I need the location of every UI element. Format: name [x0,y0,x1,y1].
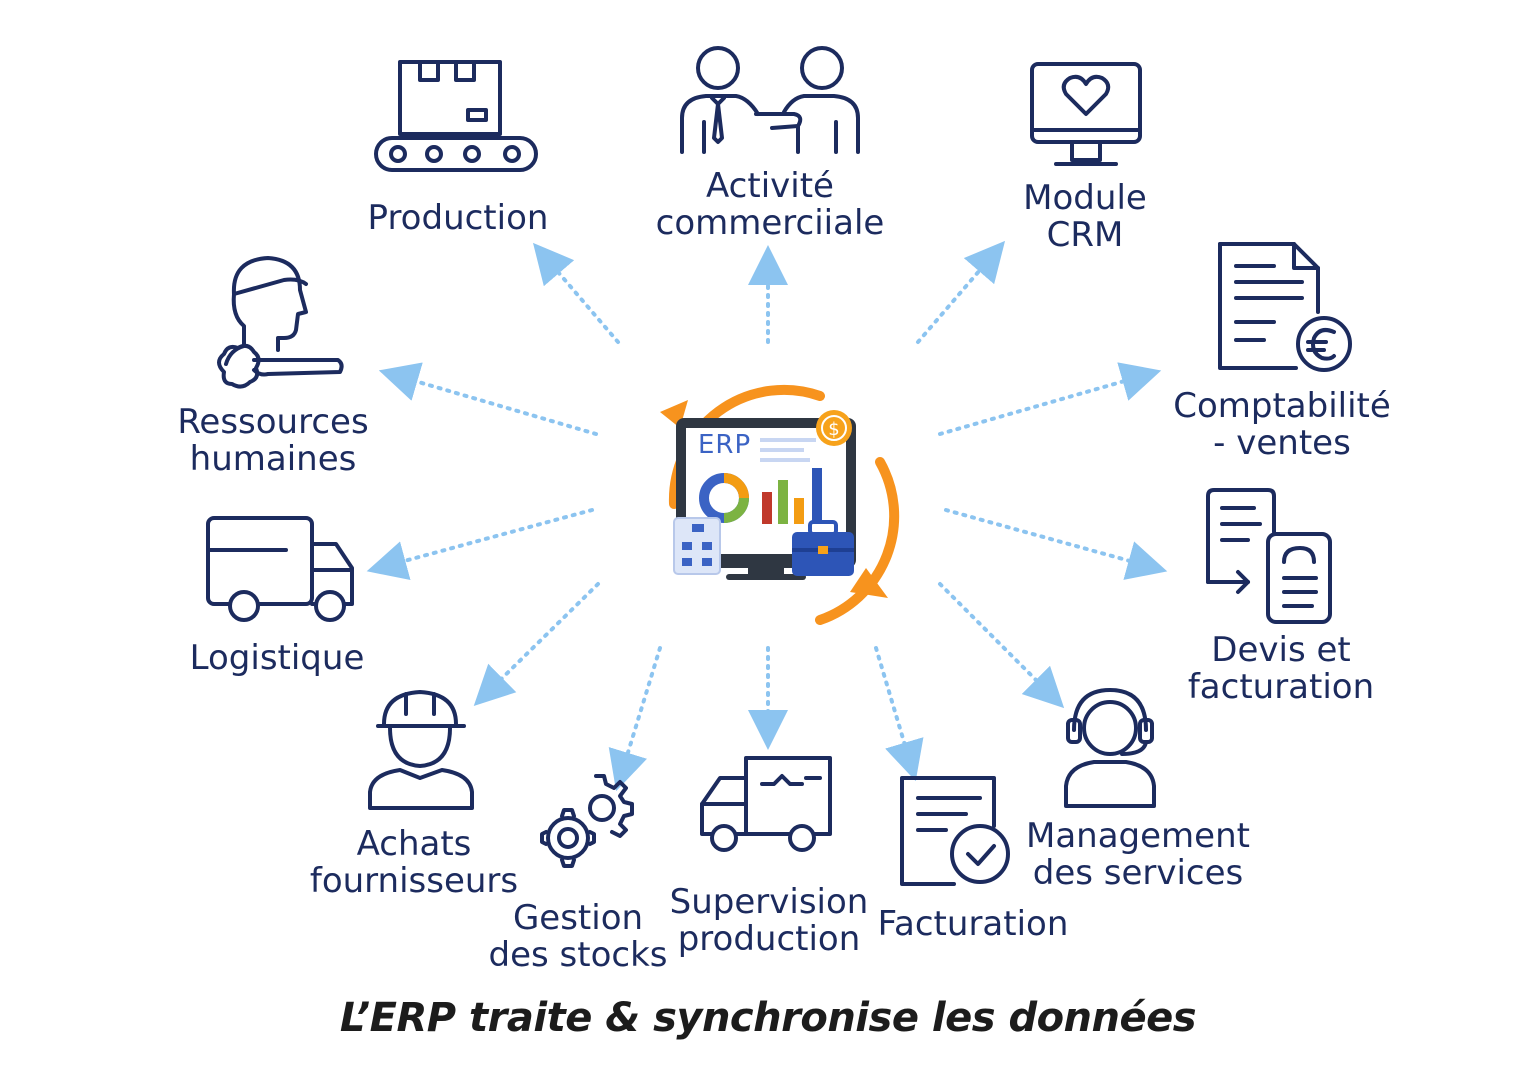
arrow-logistics [366,508,594,581]
arrow-services [938,582,1065,709]
arrow-accounting [938,362,1162,436]
person-hand-icon [214,254,348,392]
module-label-production: Production [367,198,549,238]
handshake-icon [676,42,864,154]
module-label-accounting: Comptabilité - ventes [1173,386,1391,463]
erp-hub-icon: $ [660,384,900,625]
arrow-stock [608,646,662,792]
arrow-crm [916,240,1006,344]
arrow-hr [378,362,598,436]
module-label-commercial: Activité commerciiale [655,166,885,243]
arrow-purchasing [473,582,600,707]
conveyor-belt-icon [372,58,540,176]
delivery-truck-icon [698,754,834,856]
module-label-invoicing: Facturation [877,904,1069,944]
module-label-stock: Gestion des stocks [488,898,668,975]
module-label-quotes: Devis et facturation [1187,630,1375,707]
document-check-icon [898,774,1012,888]
headset-agent-icon [1064,686,1156,810]
module-label-supervision: Supervision production [669,882,869,959]
module-label-services: Management des services [1026,816,1250,893]
module-label-hr: Ressources humaines [177,402,369,479]
arrow-quotes [944,508,1168,580]
truck-icon [204,514,356,622]
module-label-purchasing: Achats fournisseurs [309,824,519,901]
svg-text:$: $ [828,419,839,440]
hardhat-worker-icon [366,688,476,812]
documents-transfer-icon [1202,486,1336,626]
arrow-production [532,242,620,344]
monitor-heart-icon [1028,60,1144,170]
hub-erp-label: ERP [698,430,752,460]
gears-icon [540,772,636,868]
document-euro-icon [1214,240,1354,374]
module-label-crm: Module CRM [1023,178,1147,255]
module-label-logistics: Logistique [189,638,365,678]
arrow-invoicing [874,646,924,782]
diagram-caption: L’ERP traite & synchronise les données [339,995,1197,1041]
erp-hub: $ ERP [628,362,914,634]
